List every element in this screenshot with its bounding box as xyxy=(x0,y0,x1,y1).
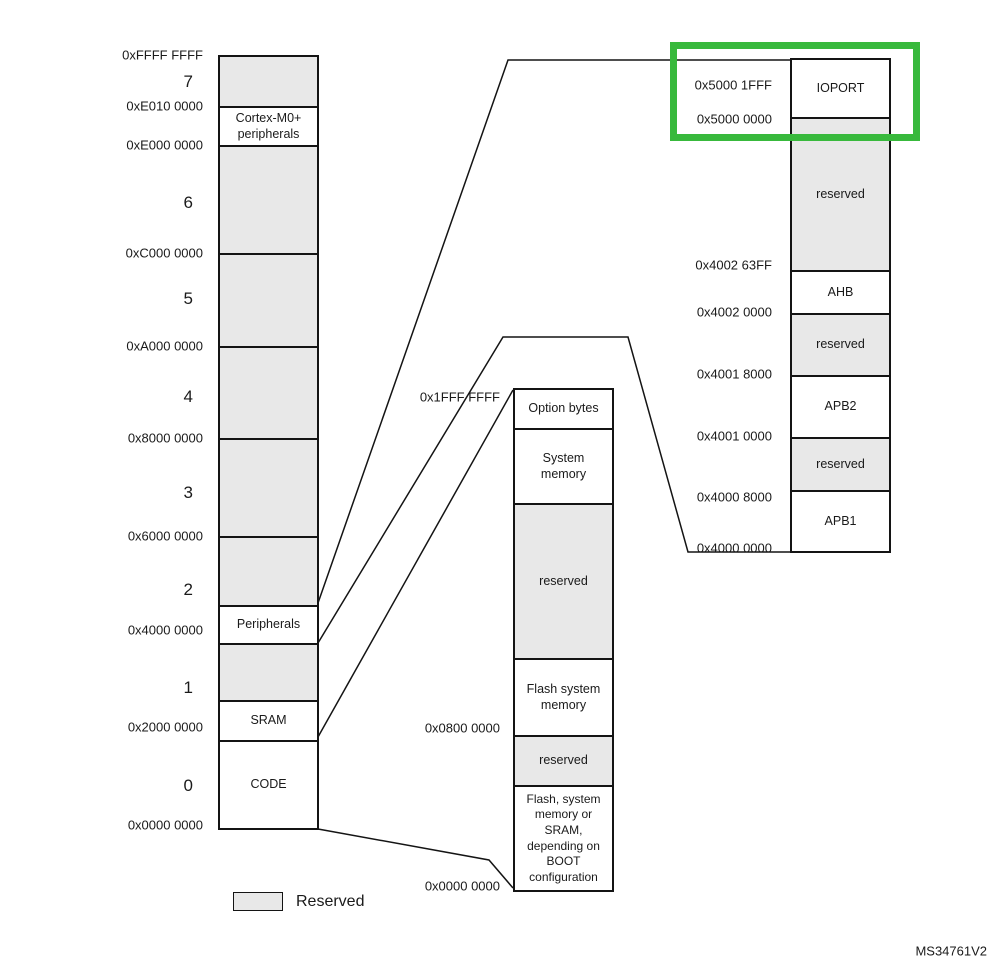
block-label: System memory xyxy=(540,450,587,481)
address-label: 0xC000 0000 xyxy=(125,245,203,261)
right-block-apb2: APB2 xyxy=(790,375,891,439)
left-block-reserved-4 xyxy=(218,346,319,440)
connector-code-top-line xyxy=(317,389,514,738)
block-label: Option bytes xyxy=(528,401,599,416)
block-label: Cortex-M0+ peripherals xyxy=(235,110,302,141)
middle-block-option-bytes: Option bytes xyxy=(513,388,614,430)
left-block-reserved-6 xyxy=(218,145,319,255)
address-label: 0x1FFF FFFF xyxy=(419,389,500,405)
left-block-reserved-5 xyxy=(218,253,319,348)
address-label: 0x4001 0000 xyxy=(696,428,772,444)
address-label: 0x2000 0000 xyxy=(127,719,203,735)
address-label: 0x0800 0000 xyxy=(424,720,500,736)
address-label: 0x5000 0000 xyxy=(696,111,772,127)
block-label: reserved xyxy=(816,456,865,471)
left-block-reserved-3 xyxy=(218,438,319,538)
block-label: reserved xyxy=(539,753,588,768)
block-label: CODE xyxy=(250,777,287,792)
reserved-swatch xyxy=(233,892,283,911)
left-block-code: CODE xyxy=(218,740,319,830)
block-label: APB2 xyxy=(824,399,857,414)
left-block-cortex-m0-peripherals: Cortex-M0+ peripherals xyxy=(218,106,319,147)
left-block-peripherals: Peripherals xyxy=(218,605,319,645)
section-number: 2 xyxy=(183,580,193,599)
address-label: 0x5000 1FFF xyxy=(694,77,772,93)
section-number: 0 xyxy=(183,776,193,795)
address-label: 0xFFFF FFFF xyxy=(122,47,203,63)
address-label: 0x4002 63FF xyxy=(695,257,772,273)
block-label: Flash, system memory or SRAM, depending … xyxy=(526,791,601,884)
section-number: 3 xyxy=(183,483,193,502)
block-label: APB1 xyxy=(824,513,857,528)
section-number: 1 xyxy=(183,678,193,697)
left-block-reserved-top xyxy=(218,55,319,108)
block-label: reserved xyxy=(539,573,588,588)
left-block-sram: SRAM xyxy=(218,700,319,742)
left-block-reserved-2 xyxy=(218,536,319,607)
block-label: Peripherals xyxy=(236,617,301,632)
section-number: 7 xyxy=(183,72,193,91)
legend: Reserved xyxy=(233,892,364,911)
right-block-ioport: IOPORT xyxy=(790,58,891,119)
address-label: 0x8000 0000 xyxy=(127,430,203,446)
address-label: 0xA000 0000 xyxy=(126,338,203,354)
right-block-reserved-2: reserved xyxy=(790,313,891,377)
address-label: 0x0000 0000 xyxy=(424,878,500,894)
middle-block-flash-system-memory: Flash system memory xyxy=(513,658,614,737)
address-label: 0xE010 0000 xyxy=(126,98,203,114)
right-block-reserved-3: reserved xyxy=(790,437,891,492)
block-label: Flash system memory xyxy=(526,681,601,712)
block-label: reserved xyxy=(816,337,865,352)
middle-block-reserved-lower: reserved xyxy=(513,735,614,787)
middle-block-system-memory: System memory xyxy=(513,428,614,505)
address-label: 0x4000 0000 xyxy=(127,622,203,638)
address-label: 0x4000 0000 xyxy=(696,540,772,556)
address-label: 0x6000 0000 xyxy=(127,528,203,544)
address-label: 0x4002 0000 xyxy=(696,304,772,320)
address-label: 0x0000 0000 xyxy=(127,817,203,833)
section-number: 5 xyxy=(183,289,193,308)
right-block-ahb: AHB xyxy=(790,270,891,315)
middle-block-reserved-upper: reserved xyxy=(513,503,614,660)
block-label: IOPORT xyxy=(816,80,865,95)
legend-label: Reserved xyxy=(296,892,365,910)
section-number: 4 xyxy=(183,387,193,406)
ioport-highlight-box xyxy=(670,42,920,141)
block-label: SRAM xyxy=(250,713,287,728)
section-number: 6 xyxy=(183,193,193,212)
address-label: 0x4000 8000 xyxy=(696,489,772,505)
figure-code: MS34761V2 xyxy=(915,943,987,959)
left-block-reserved-1 xyxy=(218,643,319,702)
address-label: 0xE000 0000 xyxy=(126,137,203,153)
block-label: AHB xyxy=(827,284,854,299)
block-label: reserved xyxy=(816,186,865,201)
middle-block-boot-aliased: Flash, system memory or SRAM, depending … xyxy=(513,785,614,892)
right-block-apb1: APB1 xyxy=(790,490,891,553)
address-label: 0x4001 8000 xyxy=(696,366,772,382)
